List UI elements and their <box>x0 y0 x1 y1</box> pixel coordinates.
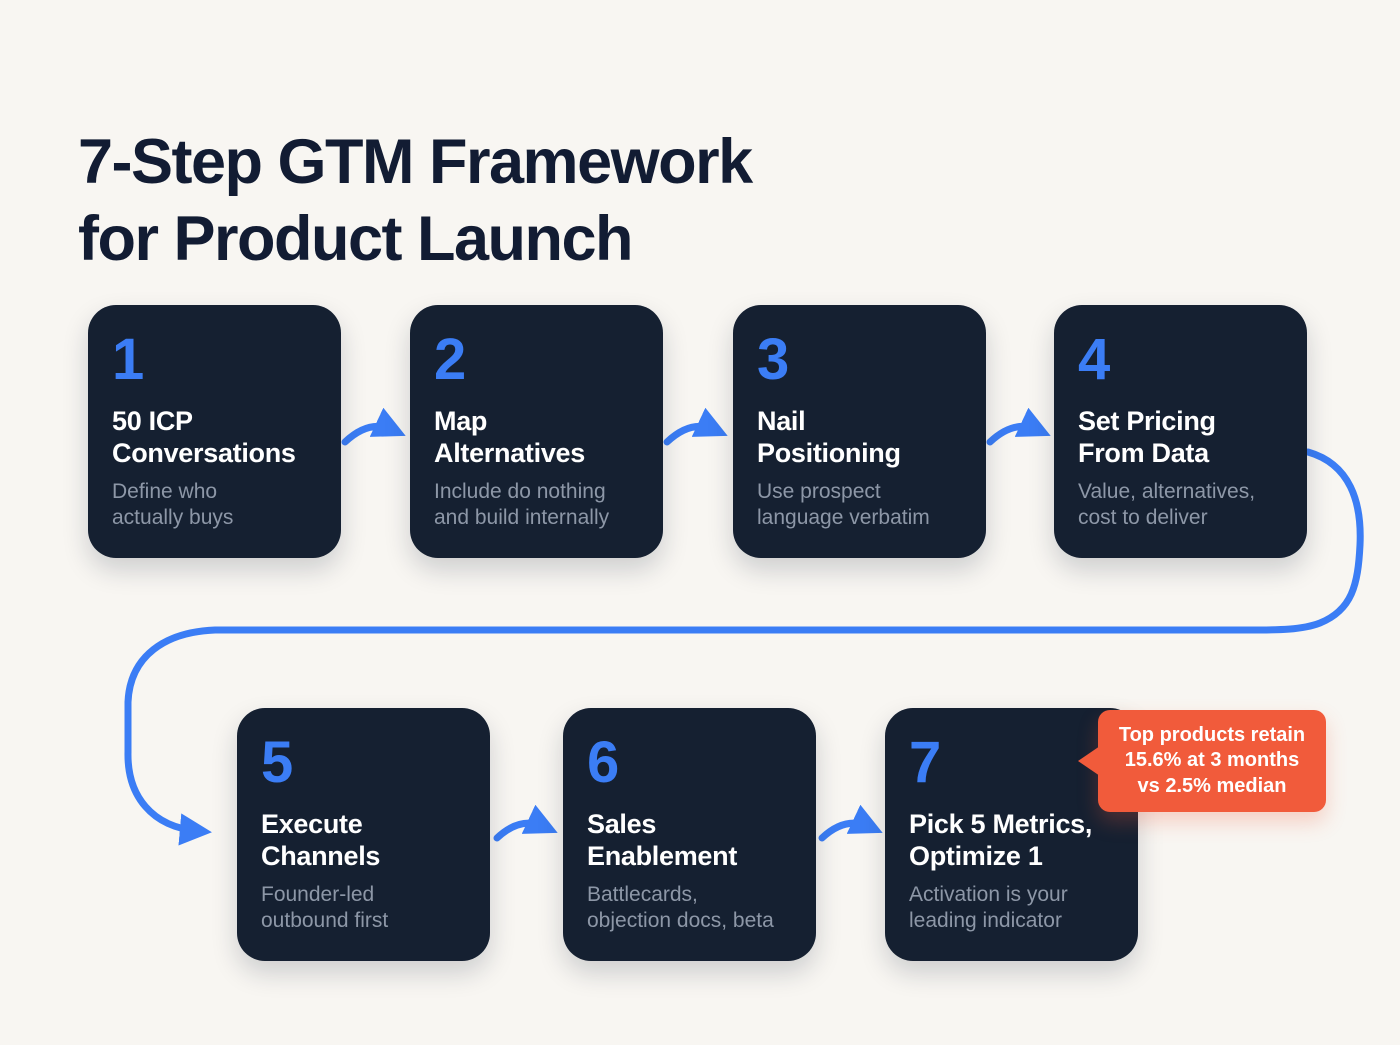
step-title: Map Alternatives <box>434 406 585 469</box>
step-number: 2 <box>434 327 467 392</box>
step-card-5: 5 Execute Channels Founder-led outbound … <box>237 708 490 961</box>
step-title: 50 ICP Conversations <box>112 406 296 469</box>
step-card-3: 3 Nail Positioning Use prospect language… <box>733 305 986 558</box>
step-title: Nail Positioning <box>757 406 901 469</box>
step-title: Sales Enablement <box>587 809 738 872</box>
arrow-step6-step7 <box>818 804 883 842</box>
step-subtitle: Use prospect language verbatim <box>757 479 930 530</box>
arrow-step4-step5 <box>124 448 1364 846</box>
step-card-6: 6 Sales Enablement Battlecards, objectio… <box>563 708 816 961</box>
step-card-4: 4 Set Pricing From Data Value, alternati… <box>1054 305 1307 558</box>
step-number: 4 <box>1078 327 1111 392</box>
arrow-step2-step3 <box>663 407 728 446</box>
step-number: 1 <box>112 327 145 392</box>
step-card-1: 1 50 ICP Conversations Define who actual… <box>88 305 341 558</box>
step-subtitle: Battlecards, objection docs, beta <box>587 882 774 933</box>
step-number: 3 <box>757 327 790 392</box>
step-subtitle: Define who actually buys <box>112 479 234 530</box>
step-subtitle: Founder-led outbound first <box>261 882 389 933</box>
step-number: 6 <box>587 730 620 795</box>
step-subtitle: Include do nothing and build internally <box>434 479 610 530</box>
step-number: 7 <box>909 730 942 795</box>
step-number: 5 <box>261 730 294 795</box>
step-title: Execute Channels <box>261 809 381 872</box>
step-card-2: 2 Map Alternatives Include do nothing an… <box>410 305 663 558</box>
step-subtitle: Activation is your leading indicator <box>909 882 1068 933</box>
arrow-step3-step4 <box>986 407 1051 446</box>
step-title: Pick 5 Metrics, Optimize 1 <box>909 809 1093 872</box>
arrow-step1-step2 <box>341 407 406 446</box>
retention-stat-callout: Top products retain 15.6% at 3 months vs… <box>1098 710 1326 813</box>
arrow-step5-step6 <box>493 804 558 842</box>
page-title: 7-Step GTM Framework for Product Launch <box>78 127 753 275</box>
step-subtitle: Value, alternatives, cost to deliver <box>1078 479 1256 530</box>
step-title: Set Pricing From Data <box>1078 406 1216 469</box>
